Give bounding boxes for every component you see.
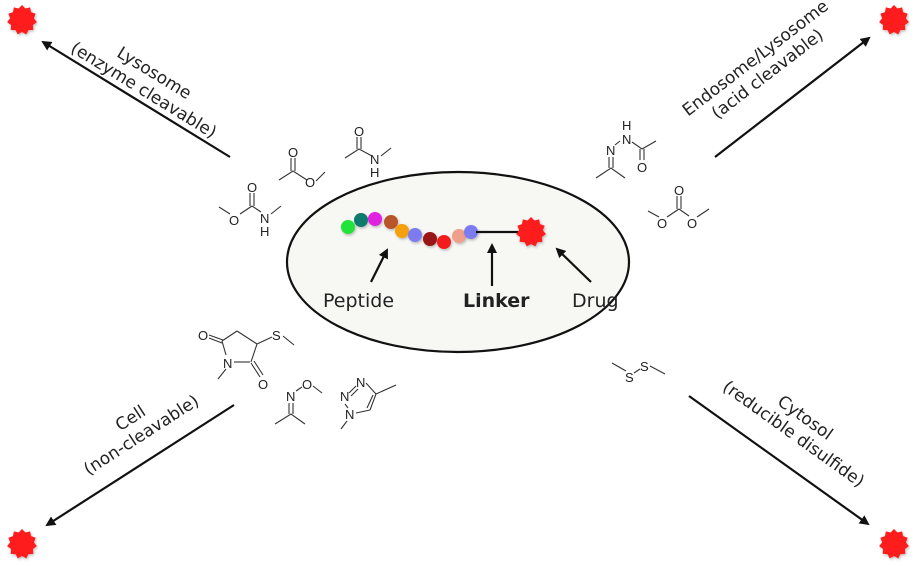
svg-text:S: S [640, 359, 649, 374]
peptide-bead [452, 229, 466, 243]
hydrazone-structure: H N N O [595, 118, 657, 179]
peptide-pointer-arrow [370, 248, 388, 283]
peptide-bead [423, 232, 437, 246]
disulfide-structure: S S [611, 359, 666, 385]
svg-text:N: N [622, 132, 631, 147]
drug-label: Drug [572, 290, 619, 312]
carbamate-structure: O O N H [218, 180, 282, 239]
svg-text:O: O [229, 213, 239, 228]
endosome-arrow [714, 36, 871, 158]
lysosome-arrow [41, 40, 231, 158]
svg-text:O: O [198, 328, 208, 343]
cell-label: Cell (non-cleavable) [80, 391, 203, 480]
endosome-label: Endosome/Lysosome (acid cleavable) [679, 0, 833, 124]
svg-text:N: N [345, 407, 354, 422]
peptide-bead [464, 225, 478, 239]
drug-star-icon [879, 5, 909, 35]
svg-text:N: N [223, 356, 232, 371]
drug-star-icon [7, 5, 37, 35]
lysosome-label: Lysosome (enzyme cleavable) [67, 38, 220, 143]
svg-text:O: O [354, 124, 364, 139]
svg-text:S: S [272, 328, 281, 343]
cell-ellipse [285, 170, 631, 354]
peptide-bead [341, 220, 355, 234]
oxime-structure: N O [274, 377, 323, 425]
svg-text:N: N [356, 375, 365, 390]
peptide-chain [341, 212, 478, 249]
svg-text:H: H [622, 118, 631, 133]
amide-structure: O N H [344, 124, 392, 180]
peptide-label: Peptide [323, 290, 394, 312]
carbonate-structure: O O O [647, 183, 710, 231]
svg-text:O: O [288, 145, 298, 160]
svg-text:O: O [674, 183, 684, 198]
svg-text:N: N [606, 143, 615, 158]
peptide-bead [408, 228, 422, 242]
svg-text:N: N [370, 152, 379, 167]
svg-text:O: O [302, 377, 312, 392]
peptide-bead [437, 235, 451, 249]
svg-text:O: O [247, 180, 257, 195]
svg-text:N: N [286, 389, 295, 404]
svg-text:N: N [340, 389, 349, 404]
svg-text:N: N [260, 211, 269, 226]
succinimide-structure: O N O S [198, 328, 295, 392]
svg-text:H: H [260, 224, 269, 239]
drug-pointer-arrow [555, 247, 592, 283]
cell-arrow [45, 404, 235, 527]
drug-star-icon [516, 217, 546, 247]
svg-text:O: O [305, 175, 315, 190]
svg-text:O: O [637, 160, 647, 175]
drug-star-icon [7, 529, 37, 559]
drug-star-icon [879, 529, 909, 559]
peptide-bead [354, 213, 368, 227]
peptide-bead [384, 215, 398, 229]
svg-text:O: O [657, 216, 667, 231]
svg-text:O: O [687, 216, 697, 231]
svg-text:S: S [625, 370, 634, 385]
svg-text:H: H [370, 165, 379, 180]
peptide-bead [395, 224, 409, 238]
linker-label: Linker [463, 290, 530, 312]
triazole-structure: N N N [340, 375, 397, 430]
ester-structure: O O [278, 145, 326, 190]
svg-text:Endosome/Lysosome: Endosome/Lysosome [679, 0, 833, 121]
peptide-bead [368, 212, 382, 226]
svg-text:O: O [258, 377, 268, 392]
cytosol-label: Cytosol (reducible disulfide) [719, 377, 868, 492]
cytosol-arrow [688, 395, 870, 526]
svg-text:(enzyme cleavable): (enzyme cleavable) [67, 38, 220, 143]
